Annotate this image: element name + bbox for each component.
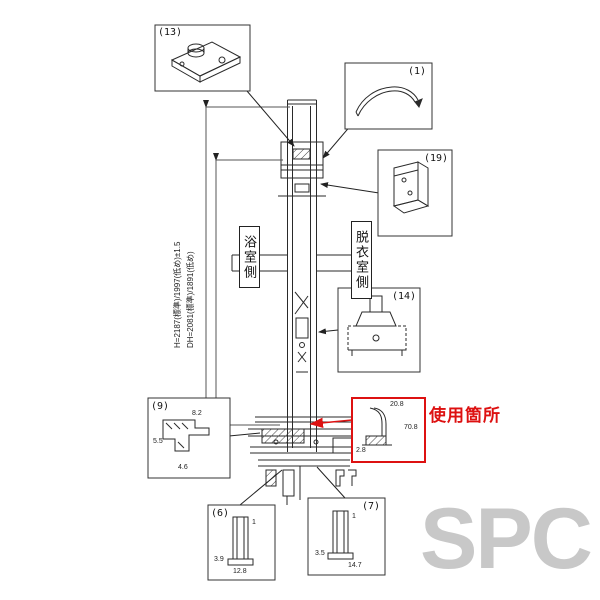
callout-label-6: (6): [211, 508, 230, 519]
main-frame-column: [287, 99, 317, 452]
dim-9-c: 4.6: [178, 464, 188, 471]
part-14-drawing: [347, 295, 407, 356]
dim-7-b: 14.7: [348, 562, 362, 569]
usage-location-box: [351, 397, 426, 463]
latch-mechanism: [294, 291, 309, 373]
dressing-room-side-label: 脱衣室側: [351, 221, 372, 299]
height-dimension-text: H=2187(標準)/1997(低め)±1.5: [173, 241, 182, 348]
callout-label-13: (13): [158, 27, 183, 38]
callout-box-13: [154, 24, 251, 92]
part-13-drawing: [170, 41, 242, 83]
dim-red-a: 20.8: [390, 401, 404, 408]
sill-assembly: [248, 416, 362, 505]
door-height-dimension-text: DH=2081(標準)/1891(低め): [186, 251, 195, 348]
callout-label-7: (7): [362, 501, 381, 512]
callout-box-1: [344, 62, 433, 130]
part-7-drawing: [327, 510, 354, 560]
callout-label-1: (1): [408, 66, 427, 77]
dim-red-c: 70.8: [404, 424, 418, 431]
part-6-drawing: [227, 516, 254, 566]
callout-label-19: (19): [424, 153, 449, 164]
usage-location-pointer: [309, 417, 353, 429]
callout-box-19: [377, 149, 453, 237]
dim-9-b: 5.5: [153, 438, 163, 445]
dimension-lines: [203, 100, 290, 426]
usage-location-label: 使用箇所: [429, 406, 501, 425]
dim-7-a: 1: [352, 513, 356, 520]
top-joint-detail: [278, 141, 326, 197]
usage-part-drawing: [362, 407, 392, 446]
leader-lines: [228, 90, 380, 506]
dim-6-b: 12.8: [233, 568, 247, 575]
dim-red-b: 2.8: [356, 447, 366, 454]
dim-6-c: 3.9: [214, 556, 224, 563]
callout-label-9: (9): [151, 401, 170, 412]
dim-6-a: 1: [252, 519, 256, 526]
part-19-drawing: [392, 161, 430, 214]
callout-boxes: [147, 24, 453, 581]
dim-9-a: 8.2: [192, 410, 202, 417]
bathroom-side-label: 浴室側: [239, 226, 260, 288]
dim-7-c: 3.5: [315, 550, 325, 557]
spc-watermark: SPC: [420, 491, 593, 587]
part-9-drawing: [162, 419, 210, 452]
callout-label-14: (14): [392, 291, 417, 302]
part-1-drawing: [355, 86, 423, 117]
